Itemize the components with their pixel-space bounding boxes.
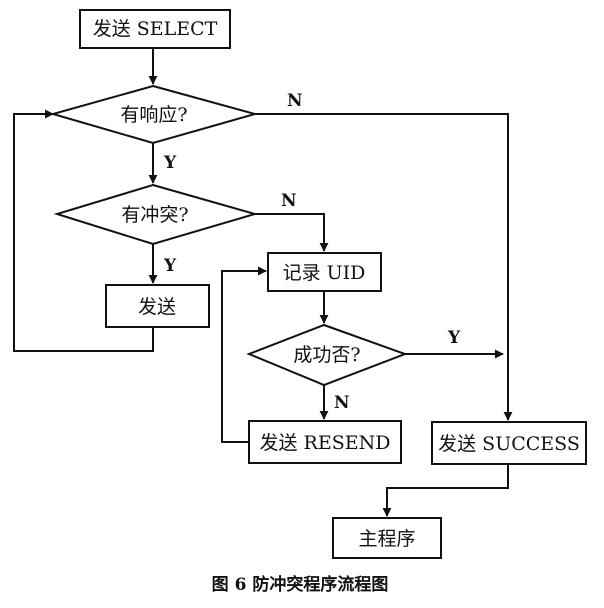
node-send-success-label: 发送 SUCCESS [438,433,580,455]
node-send-select: 发送 SELECT [79,9,231,49]
label-success-no: N [334,393,350,413]
edge-response-no [255,113,513,421]
node-send: 发送 [105,284,210,328]
figure-caption: 图 6 防冲突程序流程图 [212,574,389,595]
node-has-collision-label: 有冲突? [121,204,188,226]
label-success-yes: Y [447,328,461,348]
node-record-uid-label: 记录 UID [283,262,366,284]
edge-resend-loop [221,266,267,443]
label-collision-yes: Y [163,256,177,276]
edge-collision-no [255,213,329,252]
node-success-check-label: 成功否? [293,344,360,366]
node-has-collision: 有冲突? [53,183,259,246]
label-response-yes: Y [163,153,177,173]
node-send-resend-label: 发送 RESEND [260,432,391,454]
node-record-uid: 记录 UID [267,252,382,292]
edge-success-to-main [382,464,509,517]
node-has-response: 有响应? [49,84,259,145]
node-success-check: 成功否? [246,323,408,387]
node-send-select-label: 发送 SELECT [93,18,218,40]
node-send-label: 发送 [138,296,176,318]
node-has-response-label: 有响应? [120,104,187,126]
edge-send-loop [13,109,154,352]
label-collision-no: N [281,191,297,211]
node-main-program: 主程序 [332,517,442,559]
node-send-resend: 发送 RESEND [248,420,402,464]
node-send-success: 发送 SUCCESS [431,421,587,465]
node-main-program-label: 主程序 [358,528,415,550]
label-response-no: N [287,91,303,111]
